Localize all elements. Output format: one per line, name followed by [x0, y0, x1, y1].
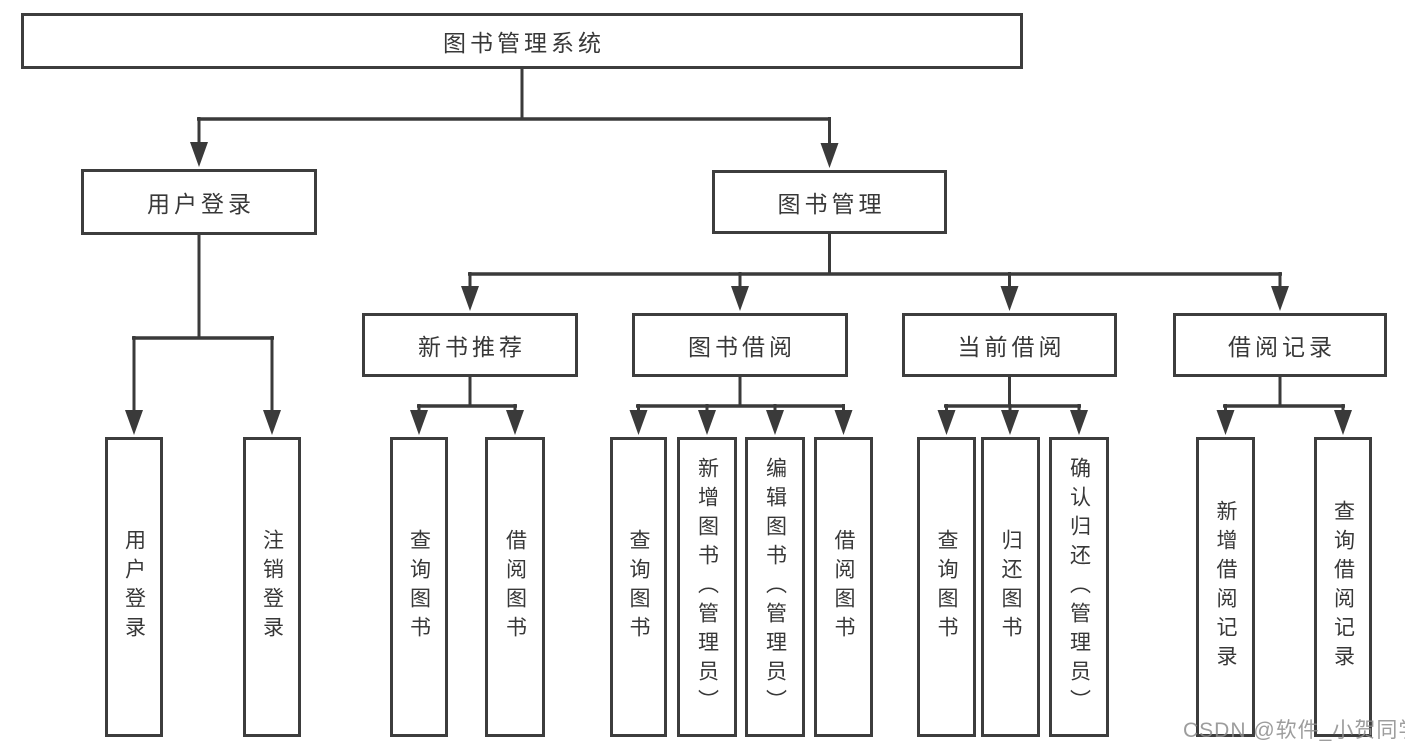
node-leaf-borrow-books: 借阅图书: [814, 437, 873, 737]
node-new-book-recommend: 新书推荐: [362, 313, 578, 377]
node-leaf-confirm-return-admin: 确认归还（管理员）: [1049, 437, 1109, 737]
node-label: 图书借阅: [688, 334, 796, 360]
csdn-watermark: CSDN @软件_小贺同学: [1183, 719, 1405, 742]
arrowhead: [834, 410, 853, 435]
node-label: 新增借阅记录: [1214, 500, 1237, 674]
node-root-library-system: 图书管理系统: [21, 13, 1023, 69]
arrowhead: [506, 410, 524, 435]
arrowhead: [766, 410, 784, 435]
node-label: 查询图书: [935, 529, 958, 645]
arrowhead: [410, 410, 428, 435]
edges-root-to-level2: [190, 69, 839, 168]
node-leaf-logout: 注销登录: [243, 437, 301, 737]
node-leaf-return-book: 归还图书: [981, 437, 1040, 737]
node-leaf-user-login: 用户登录: [105, 437, 163, 737]
node-label: 注销登录: [260, 529, 284, 645]
node-label: 图书管理系统: [443, 30, 605, 56]
arrowhead: [629, 410, 648, 435]
arrowhead: [1334, 410, 1352, 435]
node-label: 新增图书（管理员）: [695, 456, 719, 718]
node-label: 借阅图书: [832, 529, 855, 645]
arrowhead: [1000, 286, 1019, 311]
node-leaf-borrow-books-recommend: 借阅图书: [485, 437, 545, 737]
node-label: 用户登录: [147, 191, 255, 217]
node-user-login: 用户登录: [81, 169, 317, 235]
arrowhead: [698, 410, 716, 435]
node-current-borrowing: 当前借阅: [902, 313, 1117, 377]
node-leaf-query-books-borrow: 查询图书: [610, 437, 667, 737]
node-label: 图书管理: [777, 191, 886, 217]
node-leaf-add-book-admin: 新增图书（管理员）: [677, 437, 737, 737]
arrowhead: [731, 286, 749, 311]
arrowhead: [820, 143, 839, 168]
node-borrowing-records: 借阅记录: [1173, 313, 1387, 377]
arrowhead: [1271, 286, 1289, 311]
node-label: 新书推荐: [418, 334, 526, 360]
edges-book-borrow-branch: [629, 377, 853, 435]
node-label: 编辑图书（管理员）: [763, 456, 787, 718]
node-label: 查询图书: [407, 529, 431, 645]
node-leaf-add-borrow-record: 新增借阅记录: [1196, 437, 1255, 737]
edges-user-login-branch: [125, 235, 281, 435]
arrowhead: [1001, 410, 1019, 435]
node-label: 查询借阅记录: [1331, 500, 1355, 674]
node-book-management: 图书管理: [712, 170, 947, 234]
edges-new-book-branch: [410, 377, 524, 435]
node-label: 查询图书: [627, 529, 650, 645]
arrowhead: [1216, 410, 1235, 435]
node-label: 用户登录: [122, 529, 146, 645]
node-label: 借阅图书: [503, 529, 527, 645]
arrowhead: [190, 142, 208, 167]
node-book-borrowing: 图书借阅: [632, 313, 848, 377]
edges-book-mgmt-to-level3: [461, 234, 1289, 311]
edges-borrow-record-branch: [1216, 377, 1352, 435]
arrowhead: [125, 410, 143, 435]
node-leaf-query-borrow-record: 查询借阅记录: [1314, 437, 1372, 737]
arrowhead: [263, 410, 281, 435]
node-label: 借阅记录: [1228, 334, 1336, 360]
node-label: 当前借阅: [957, 334, 1066, 360]
node-leaf-edit-book-admin: 编辑图书（管理员）: [745, 437, 805, 737]
edges-current-borrow-branch: [937, 377, 1088, 435]
node-label: 归还图书: [999, 529, 1022, 645]
arrowhead: [461, 286, 479, 311]
node-leaf-query-books-current: 查询图书: [917, 437, 976, 737]
node-leaf-query-books-recommend: 查询图书: [390, 437, 448, 737]
arrowhead: [937, 410, 956, 435]
arrowhead: [1070, 410, 1088, 435]
node-label: 确认归还（管理员）: [1067, 456, 1091, 718]
